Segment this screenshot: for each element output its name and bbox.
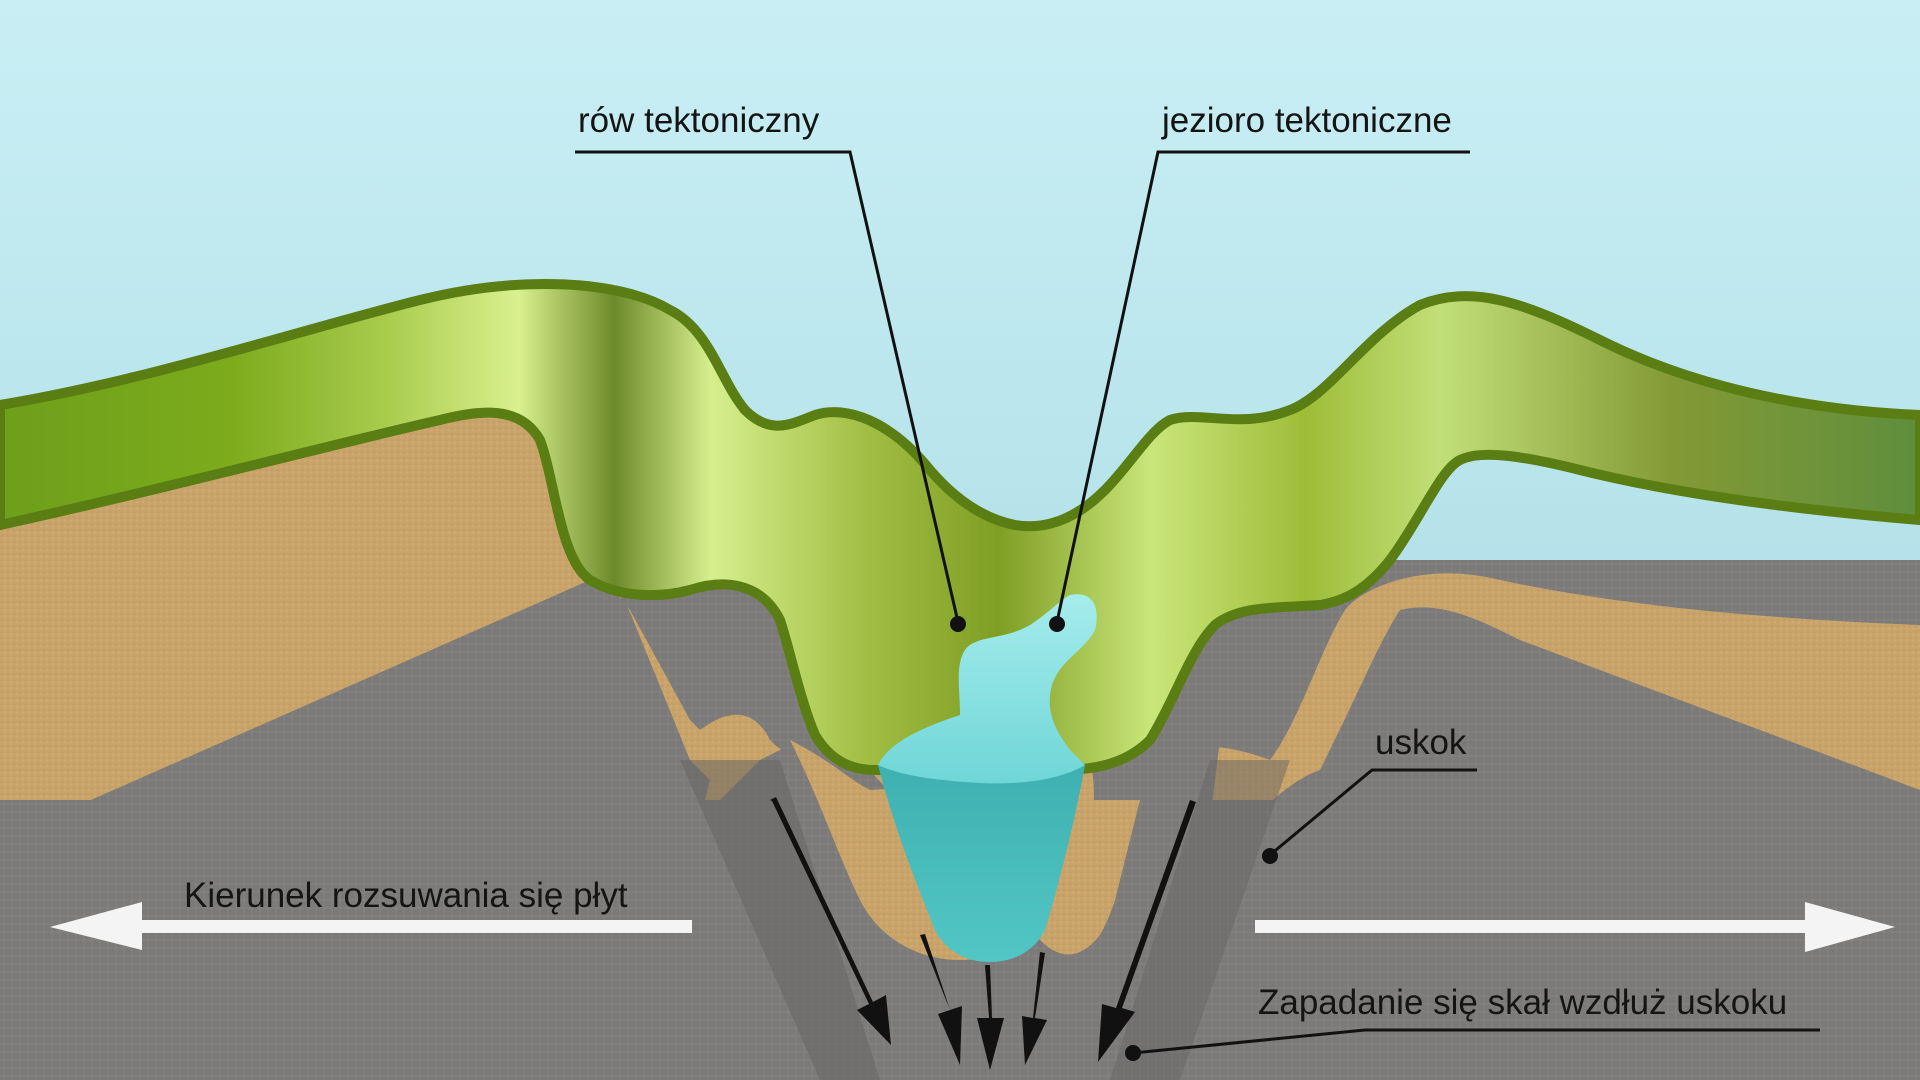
lake-body	[878, 765, 1085, 962]
collapse-arrow-2	[920, 934, 962, 1065]
fault-shadow-left	[680, 760, 880, 1080]
label-fault: uskok	[1375, 723, 1467, 762]
leader-dots	[950, 616, 1278, 1061]
soil-layer	[0, 396, 1920, 955]
label-tectonic-lake: jezioro tektoniczne	[1161, 101, 1452, 140]
collapse-arrow-3	[977, 965, 1004, 1070]
dot-rift	[950, 616, 966, 632]
left-rock-block	[0, 580, 710, 1080]
leader-lake	[1055, 150, 1470, 623]
collapse-arrows	[770, 797, 1196, 1070]
leader-rift	[575, 150, 960, 623]
arrow-right	[1255, 902, 1895, 952]
label-rift-valley: rów tektoniczny	[578, 101, 820, 140]
arrow-left	[50, 902, 692, 950]
fault-shadow-right	[1110, 760, 1290, 1080]
grass-layer	[0, 279, 1920, 775]
dot-fault	[1262, 848, 1278, 864]
plate-direction-arrows	[50, 902, 1895, 952]
collapse-arrow-5	[1098, 800, 1196, 1062]
dot-lake	[1049, 616, 1065, 632]
label-plate-direction: Kierunek rozsuwania się płyt	[184, 876, 628, 915]
right-rock-block	[1130, 607, 1920, 1080]
collapse-arrow-4	[1022, 952, 1047, 1065]
collapse-arrow-1	[770, 797, 891, 1045]
leader-fault	[1269, 768, 1477, 857]
dot-collapse	[1125, 1045, 1141, 1061]
leader-lines	[575, 150, 1820, 1055]
label-rock-collapse: Zapadanie się skał wzdłuż uskoku	[1258, 983, 1787, 1022]
lake-surface	[878, 594, 1097, 784]
leader-collapse	[1132, 1028, 1820, 1055]
